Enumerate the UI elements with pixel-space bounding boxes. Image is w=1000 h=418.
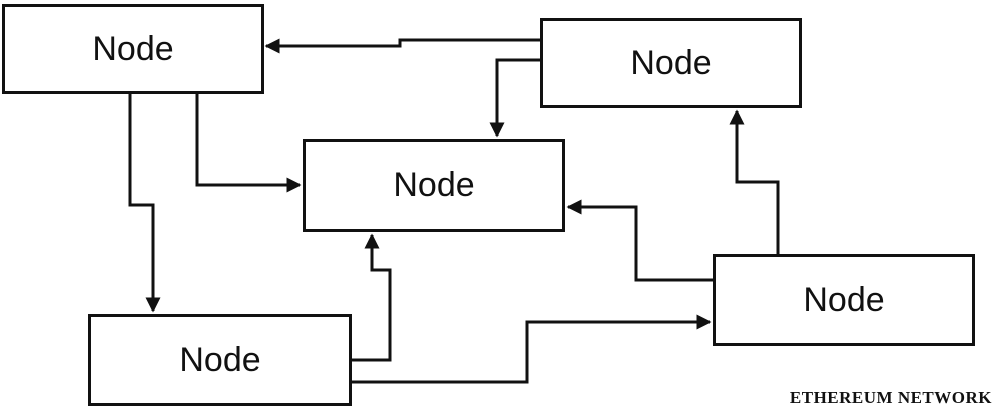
edge-top-left-to-bottom-left — [128, 94, 161, 313]
edge-top-left-to-center — [195, 94, 302, 193]
edge-bottom-right-to-top-right — [729, 109, 780, 254]
node-bottom-left: Node — [88, 314, 352, 406]
node-top-right: Node — [540, 18, 802, 108]
node-top-left: Node — [2, 4, 264, 94]
edge-bottom-left-to-bottom-right — [352, 314, 712, 384]
node-label: Node — [803, 280, 885, 319]
node-label: Node — [179, 340, 261, 379]
edge-bottom-left-to-center — [352, 233, 392, 362]
edge-top-right-to-center — [489, 58, 540, 138]
diagram-caption: ETHEREUM NETWORK — [789, 388, 992, 407]
node-label: Node — [92, 29, 174, 68]
node-bottom-right: Node — [713, 254, 975, 346]
edge-bottom-right-to-center — [566, 199, 713, 282]
node-label: Node — [393, 166, 475, 204]
edge-top-right-to-top-left — [264, 38, 540, 54]
node-center: Node — [303, 139, 565, 232]
node-label: Node — [630, 43, 712, 82]
